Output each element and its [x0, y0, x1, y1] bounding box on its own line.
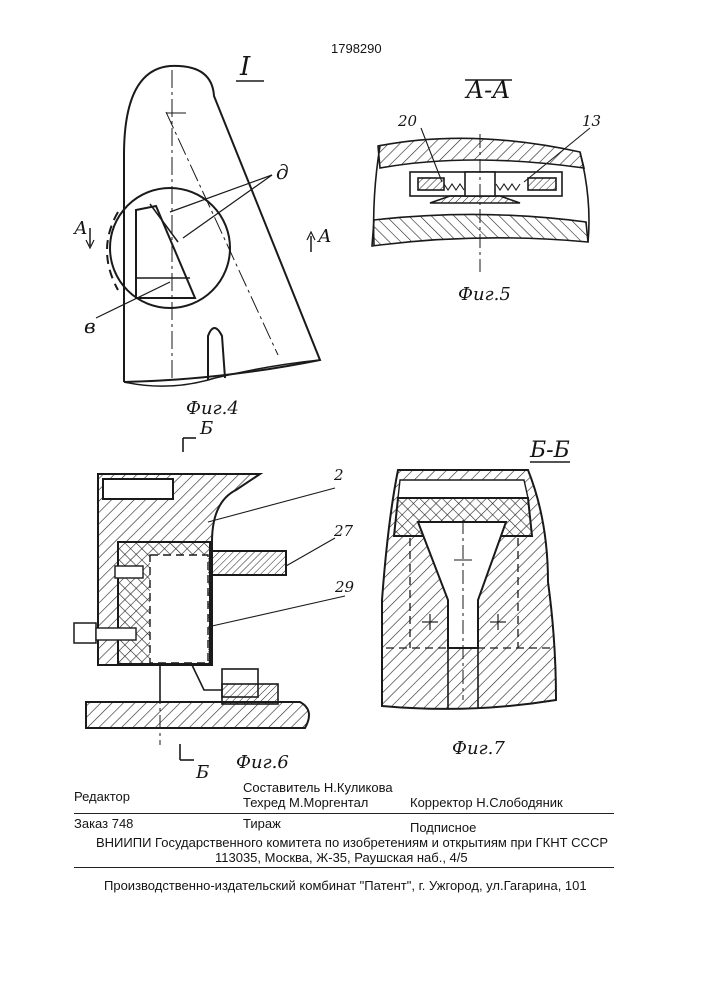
fig6-label-29: 29	[335, 578, 354, 596]
compiler-line: Составитель Н.Куликова	[243, 780, 393, 795]
fig4-section-mark-left: А	[74, 218, 88, 239]
address-line: 113035, Москва, Ж-35, Раушская наб., 4/5	[215, 850, 468, 865]
institute-line: ВНИИПИ Государственного комитета по изоб…	[96, 835, 608, 850]
fig5-label-13: 13	[582, 112, 601, 130]
figure-6-drawing	[74, 438, 345, 760]
footer-rule-top	[74, 813, 614, 814]
fig6-caption: Фиг.6	[236, 752, 289, 773]
fig6-label-2: 2	[334, 466, 344, 484]
circulation-label: Тираж	[243, 816, 281, 831]
fig5-view-label: А-А	[466, 76, 510, 104]
fig6-section-mark-top: Б	[200, 418, 213, 439]
fig4-label-d: д	[276, 160, 289, 184]
figure-5-drawing	[372, 80, 590, 272]
fig4-section-mark-right: А	[318, 226, 332, 247]
fig6-label-27: 27	[334, 522, 353, 540]
fig5-caption: Фиг.5	[458, 284, 511, 305]
fig7-view-label: Б-Б	[530, 438, 570, 463]
techred-line: Техред М.Моргентал	[243, 795, 368, 810]
fig4-view-label: I	[240, 52, 250, 82]
fig5-label-20: 20	[398, 112, 417, 130]
fig4-caption: Фиг.4	[186, 398, 239, 419]
fig6-section-mark-bottom: Б	[196, 762, 209, 783]
fig4-label-v: в	[84, 314, 96, 338]
figure-4-drawing	[86, 66, 320, 386]
subscription-label: Подписное	[410, 820, 476, 835]
footer-rule-bottom	[74, 867, 614, 868]
order-number: Заказ 748	[74, 816, 133, 831]
printer-line: Производственно-издательский комбинат "П…	[104, 878, 587, 893]
figure-7-drawing	[382, 462, 570, 709]
fig7-caption: Фиг.7	[452, 738, 505, 759]
corrector-line: Корректор Н.Слободяник	[410, 795, 563, 810]
editor-label: Редактор	[74, 789, 130, 804]
